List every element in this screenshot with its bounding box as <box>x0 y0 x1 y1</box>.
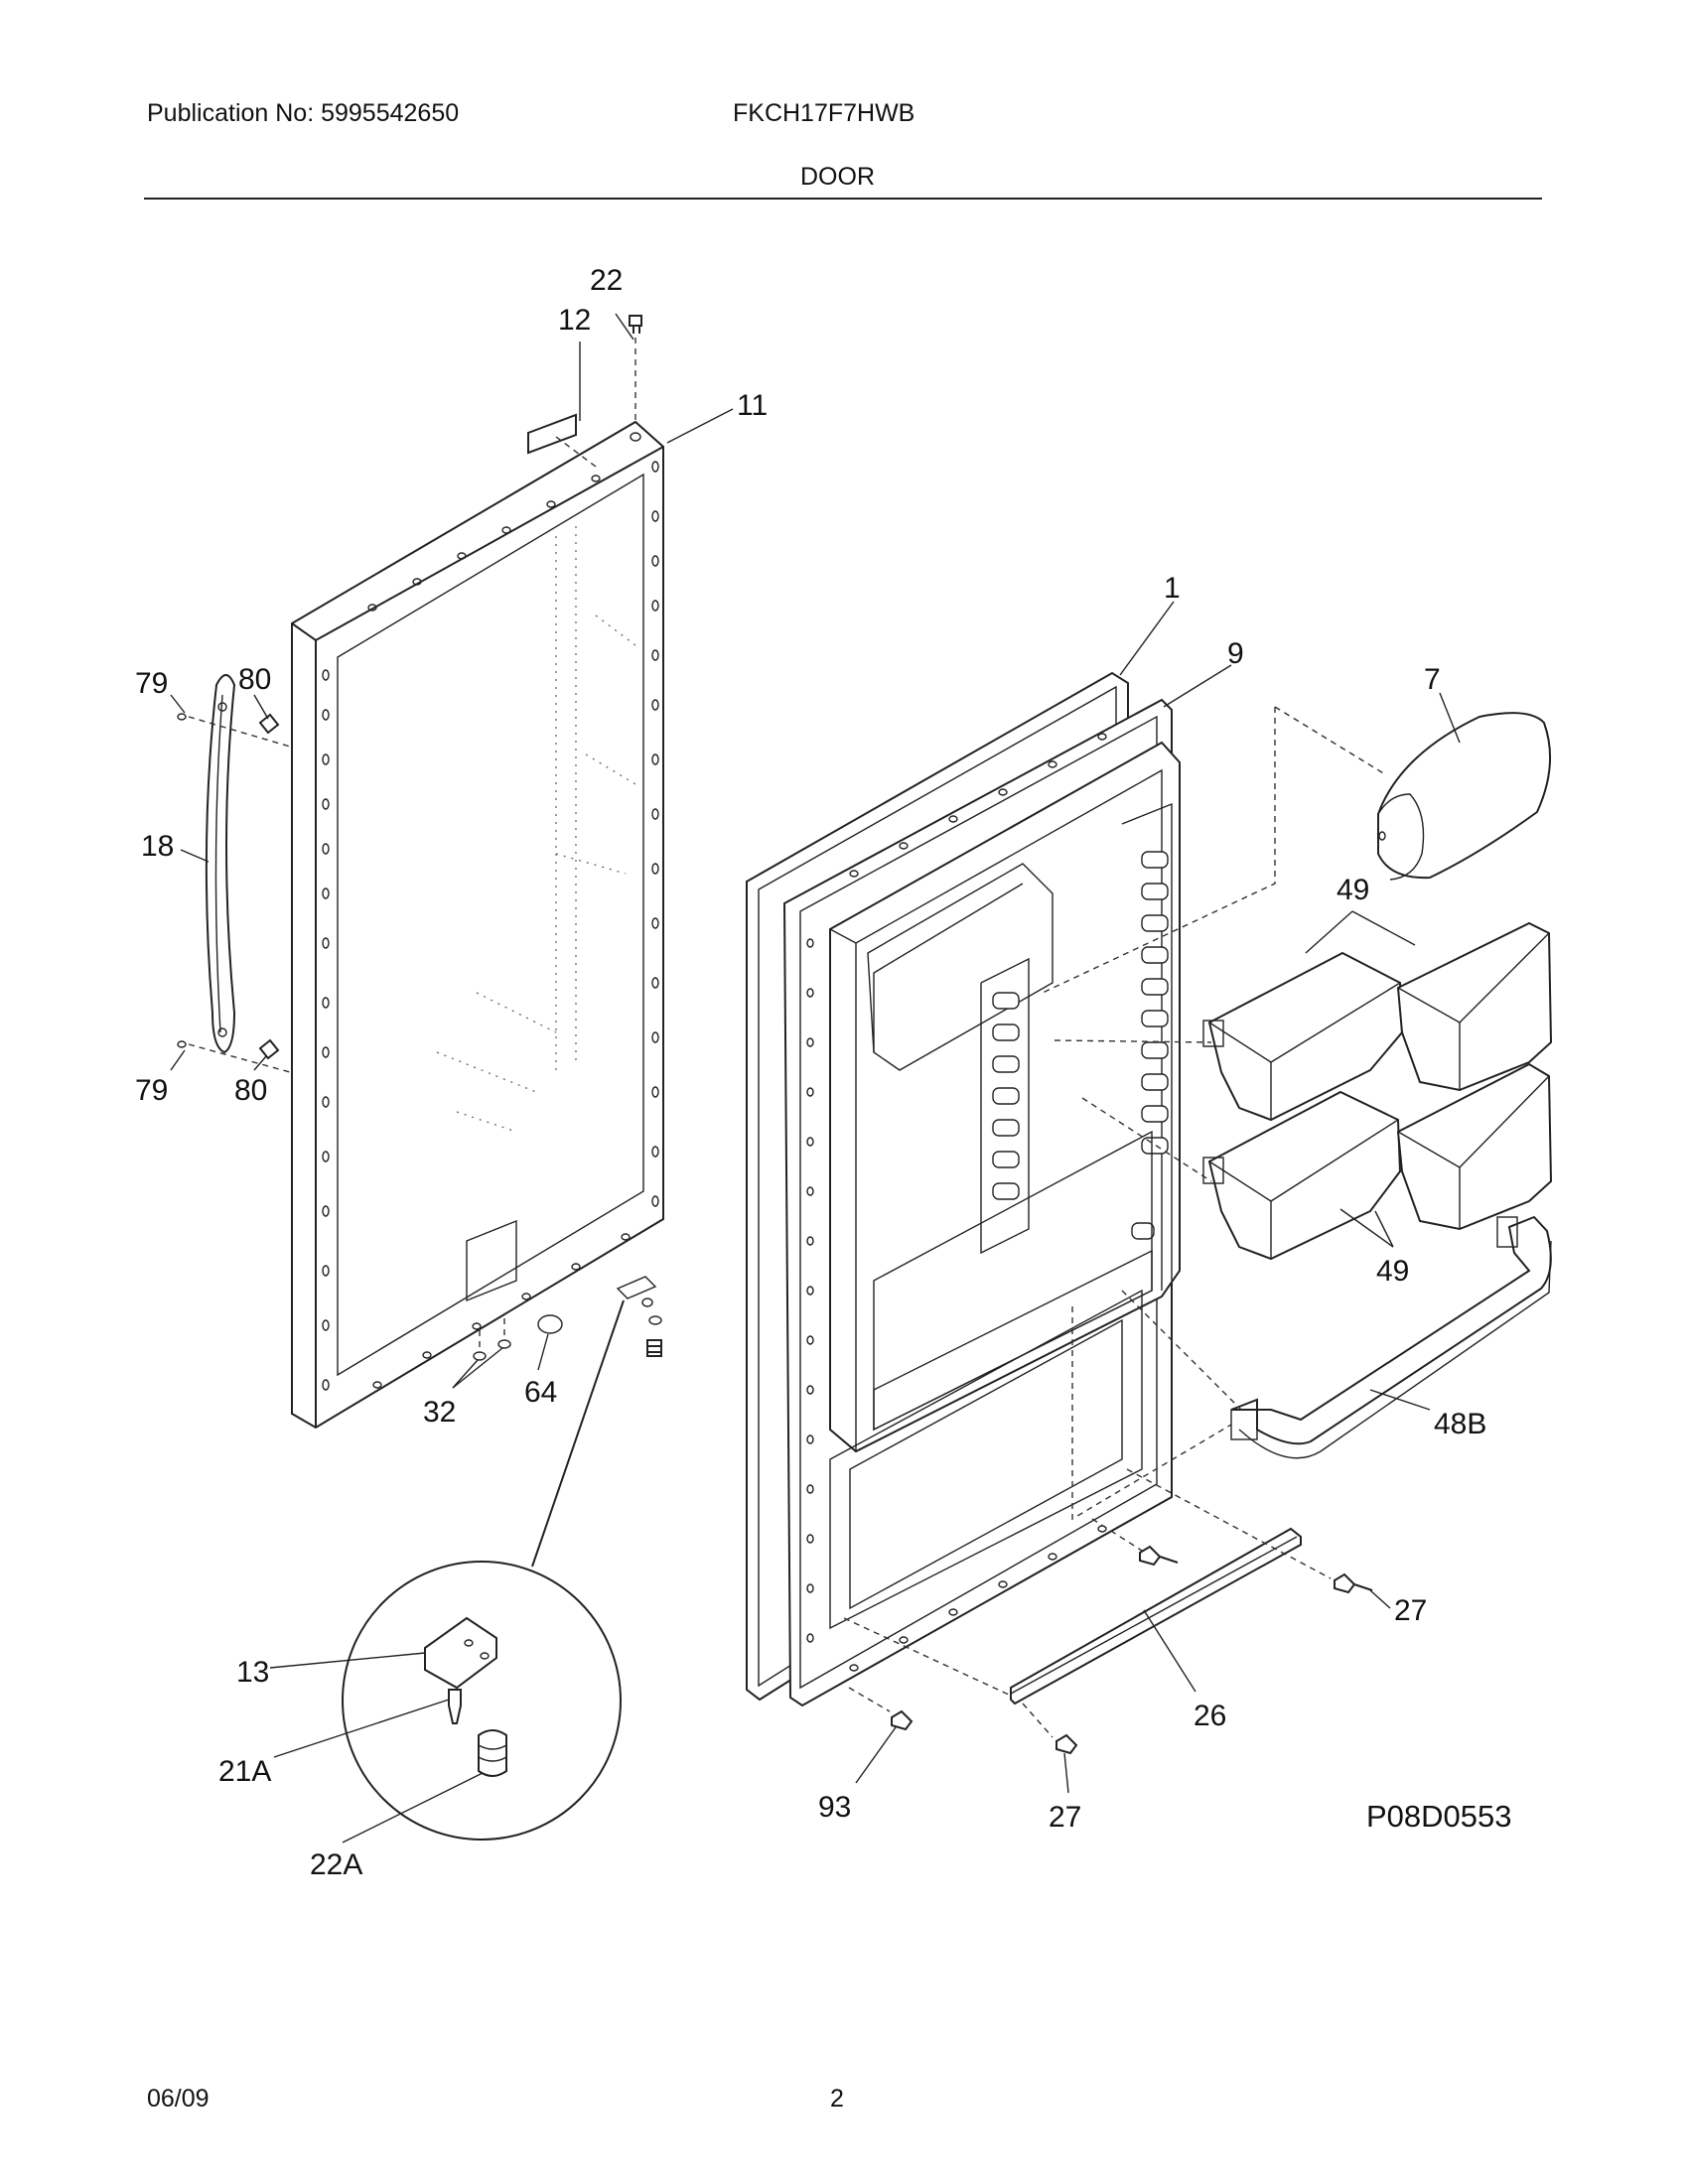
callout-79-bottom: 79 <box>135 1074 168 1107</box>
callout-64: 64 <box>524 1376 557 1409</box>
inner-door-tub <box>829 741 1181 1630</box>
top-plug <box>629 315 642 334</box>
door-bin-lower-left <box>1202 1090 1402 1261</box>
callout-7: 7 <box>1424 663 1441 696</box>
callout-49-bottom: 49 <box>1376 1255 1409 1288</box>
callout-9: 9 <box>1227 637 1244 670</box>
callout-93: 93 <box>818 1791 851 1824</box>
header-rule <box>144 198 1542 200</box>
label-plate <box>527 413 577 455</box>
bottom-screws <box>473 1339 511 1361</box>
callout-27-bottom: 27 <box>1049 1801 1081 1834</box>
hinge-parts <box>616 1276 662 1357</box>
callout-12: 12 <box>558 304 591 337</box>
door-handle <box>205 674 236 1054</box>
footer-date: 06/09 <box>147 2085 210 2113</box>
callout-13: 13 <box>236 1656 269 1689</box>
callout-21a: 21A <box>218 1755 271 1788</box>
bottom-trim-strip <box>1010 1527 1302 1706</box>
model-number: FKCH17F7HWB <box>733 99 915 127</box>
screw-27-lower <box>1055 1733 1078 1755</box>
callout-1: 1 <box>1164 572 1181 605</box>
callout-80-bottom: 80 <box>234 1074 267 1107</box>
diagram-code: P08D0553 <box>1366 1799 1512 1834</box>
detail-magnifier-circle <box>342 1561 622 1841</box>
screw-mid <box>1139 1545 1179 1567</box>
door-bin-upper-right <box>1396 921 1553 1092</box>
section-title: DOOR <box>800 163 875 191</box>
callout-22: 22 <box>590 264 623 297</box>
callout-22a: 22A <box>310 1848 362 1881</box>
callout-80-top: 80 <box>238 663 271 696</box>
callout-32: 32 <box>423 1396 456 1429</box>
door-bin-upper-left <box>1202 951 1404 1122</box>
callout-18: 18 <box>141 830 174 863</box>
callout-11: 11 <box>737 389 768 422</box>
publication-number: Publication No: 5995542650 <box>147 99 460 127</box>
screw-93 <box>891 1709 914 1731</box>
bottom-plug <box>537 1314 563 1334</box>
dairy-bin <box>1377 712 1552 881</box>
callout-48b: 48B <box>1434 1408 1486 1440</box>
callout-49-top: 49 <box>1336 874 1369 906</box>
door-bin-lower-right <box>1396 1062 1553 1231</box>
leader-lines <box>170 313 1461 1843</box>
callout-79-top: 79 <box>135 667 168 700</box>
page-number: 2 <box>830 2085 844 2113</box>
screw-27-upper <box>1334 1572 1373 1594</box>
callout-27-right: 27 <box>1394 1594 1427 1627</box>
outer-door-panel <box>291 420 664 1430</box>
callout-26: 26 <box>1194 1700 1226 1732</box>
